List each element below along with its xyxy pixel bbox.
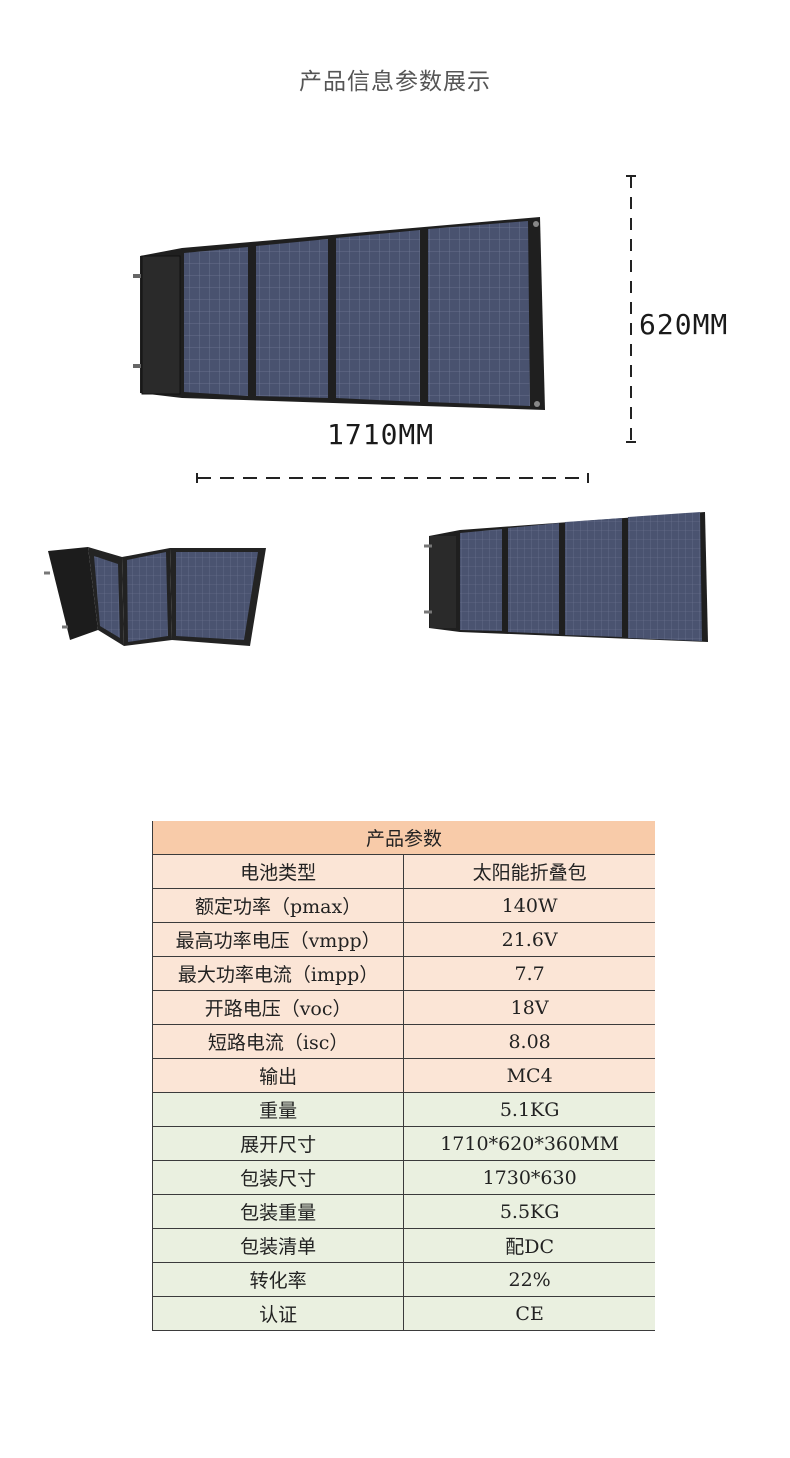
spec-value: 140W bbox=[403, 888, 655, 923]
spec-key: 输出 bbox=[151, 1058, 405, 1093]
spec-value: 5.1KG bbox=[403, 1092, 655, 1127]
spec-key: 开路电压（voc） bbox=[151, 990, 405, 1025]
solar-panel-unfolded-image bbox=[133, 217, 545, 410]
table-row: 最大功率电流（impp） 7.7 bbox=[151, 956, 655, 991]
spec-value: 22% bbox=[403, 1262, 655, 1297]
table-row: 认证 CE bbox=[151, 1296, 655, 1331]
spec-value: MC4 bbox=[403, 1058, 655, 1093]
table-row: 包装清单 配DC bbox=[151, 1228, 655, 1263]
spec-key: 展开尺寸 bbox=[151, 1126, 405, 1161]
table-row: 短路电流（isc） 8.08 bbox=[151, 1024, 655, 1059]
height-dimension-label: 620MM bbox=[639, 308, 729, 341]
spec-key: 重量 bbox=[151, 1092, 405, 1127]
spec-table: 产品参数 电池类型 太阳能折叠包 额定功率（pmax） 140W 最高功率电压（… bbox=[151, 821, 655, 1331]
spec-key: 最高功率电压（vmpp） bbox=[151, 922, 405, 957]
height-dimension-line bbox=[626, 175, 636, 443]
spec-key: 转化率 bbox=[151, 1262, 405, 1297]
spec-key: 包装清单 bbox=[151, 1228, 405, 1263]
spec-key: 包装重量 bbox=[151, 1194, 405, 1229]
table-row: 电池类型 太阳能折叠包 bbox=[151, 854, 655, 889]
table-row: 重量 5.1KG bbox=[151, 1092, 655, 1127]
spec-value: 配DC bbox=[403, 1228, 655, 1263]
spec-value: 太阳能折叠包 bbox=[403, 854, 655, 889]
spec-table-header-row: 产品参数 bbox=[152, 821, 655, 855]
spec-value: 1710*620*360MM bbox=[403, 1126, 655, 1161]
spec-key: 短路电流（isc） bbox=[151, 1024, 405, 1059]
spec-key: 认证 bbox=[151, 1296, 405, 1331]
width-dimension-label: 1710MM bbox=[327, 418, 435, 451]
table-row: 展开尺寸 1710*620*360MM bbox=[151, 1126, 655, 1161]
spec-value: 1730*630 bbox=[403, 1160, 655, 1195]
spec-key: 额定功率（pmax） bbox=[151, 888, 405, 923]
spec-value: 8.08 bbox=[403, 1024, 655, 1059]
page-title: 产品信息参数展示 bbox=[299, 69, 491, 95]
table-row: 输出 MC4 bbox=[151, 1058, 655, 1093]
spec-key: 包装尺寸 bbox=[151, 1160, 405, 1195]
spec-key: 最大功率电流（impp） bbox=[151, 956, 405, 991]
solar-panel-folded-image bbox=[44, 547, 266, 646]
table-row: 包装重量 5.5KG bbox=[151, 1194, 655, 1229]
product-illustration bbox=[44, 175, 708, 646]
spec-value: 21.6V bbox=[403, 922, 655, 957]
spec-value: 18V bbox=[403, 990, 655, 1025]
spec-value: 7.7 bbox=[403, 956, 655, 991]
spec-table-header: 产品参数 bbox=[152, 821, 655, 855]
spec-key: 电池类型 bbox=[151, 854, 405, 889]
table-row: 开路电压（voc） 18V bbox=[151, 990, 655, 1025]
table-row: 最高功率电压（vmpp） 21.6V bbox=[151, 922, 655, 957]
table-row: 转化率 22% bbox=[151, 1262, 655, 1297]
table-row: 额定功率（pmax） 140W bbox=[151, 888, 655, 923]
solar-panel-side-image bbox=[424, 512, 708, 642]
table-row: 包装尺寸 1730*630 bbox=[151, 1160, 655, 1195]
spec-value: 5.5KG bbox=[403, 1194, 655, 1229]
spec-value: CE bbox=[403, 1296, 655, 1331]
width-dimension-line bbox=[196, 473, 589, 483]
